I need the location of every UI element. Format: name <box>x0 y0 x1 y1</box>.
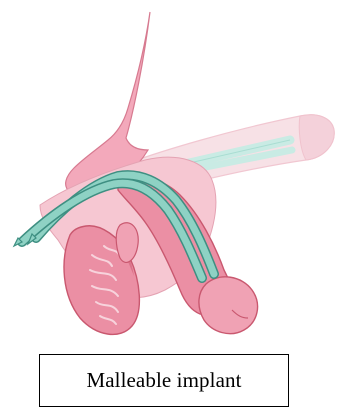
anatomical-illustration <box>0 0 345 345</box>
caption-box: Malleable implant <box>39 354 289 407</box>
glans <box>199 277 258 334</box>
caption-text: Malleable implant <box>86 368 241 393</box>
